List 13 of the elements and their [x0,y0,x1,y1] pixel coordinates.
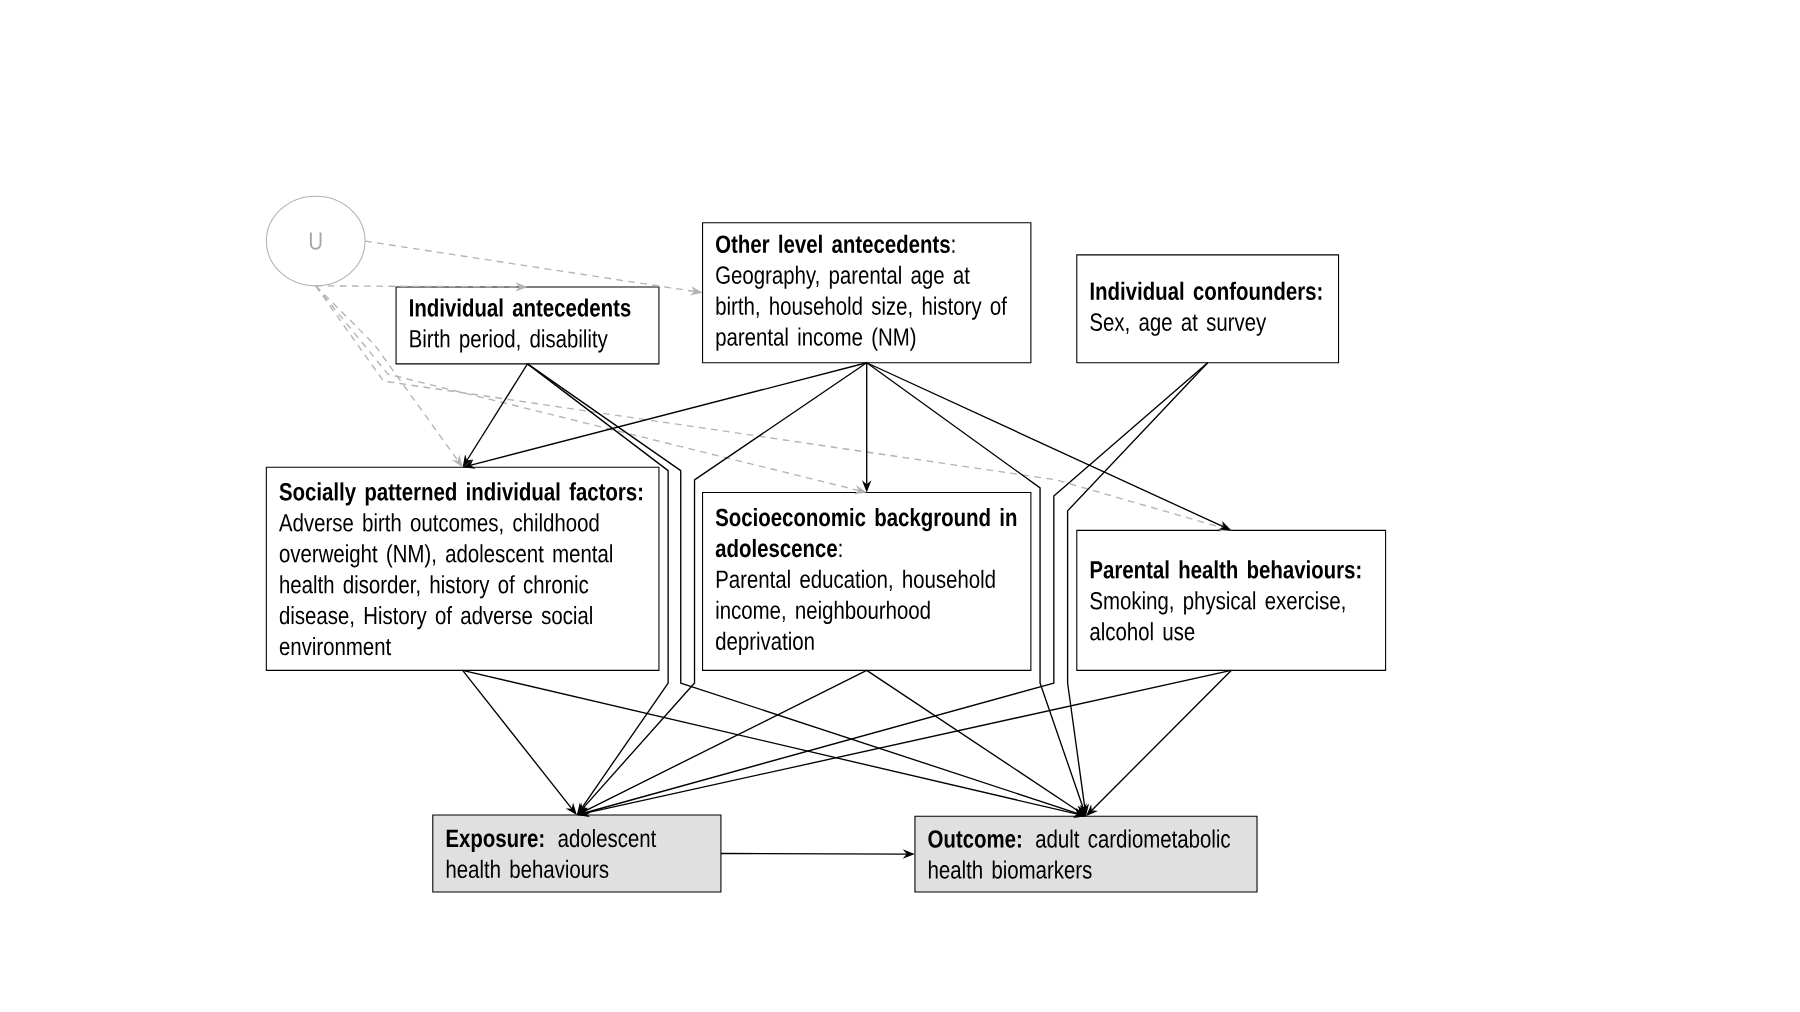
arrow [1086,669,1232,816]
box: Socioeconomic background in adolescence: Parental education, household income, neighbourhood deprivation [702,491,1032,671]
box: Individual antecedents Birth period, disability [395,286,660,365]
box: Parental health behaviours: Smoking, physical exercise, alcohol use [1076,529,1387,671]
shaded-box: Exposure: adolescent health behaviours [432,814,722,893]
box: Other level antecedents: Geography, parental age at birth, household size, history of parental income (NM) [702,221,1032,364]
shaded-box: Outcome: adult cardiometabolic health biomarkers [914,815,1258,893]
arrow [462,363,529,467]
arrow [866,669,1086,816]
box: Individual confounders: Sex, age at survey [1076,254,1340,364]
arrow [461,669,577,815]
circle-node: U [265,195,366,287]
box: Socially patterned individual factors: Adverse birth outcomes, childhood overweight (NM), adolescent mental health disorder, history of chronic disease, History of adverse social environment [265,466,660,671]
